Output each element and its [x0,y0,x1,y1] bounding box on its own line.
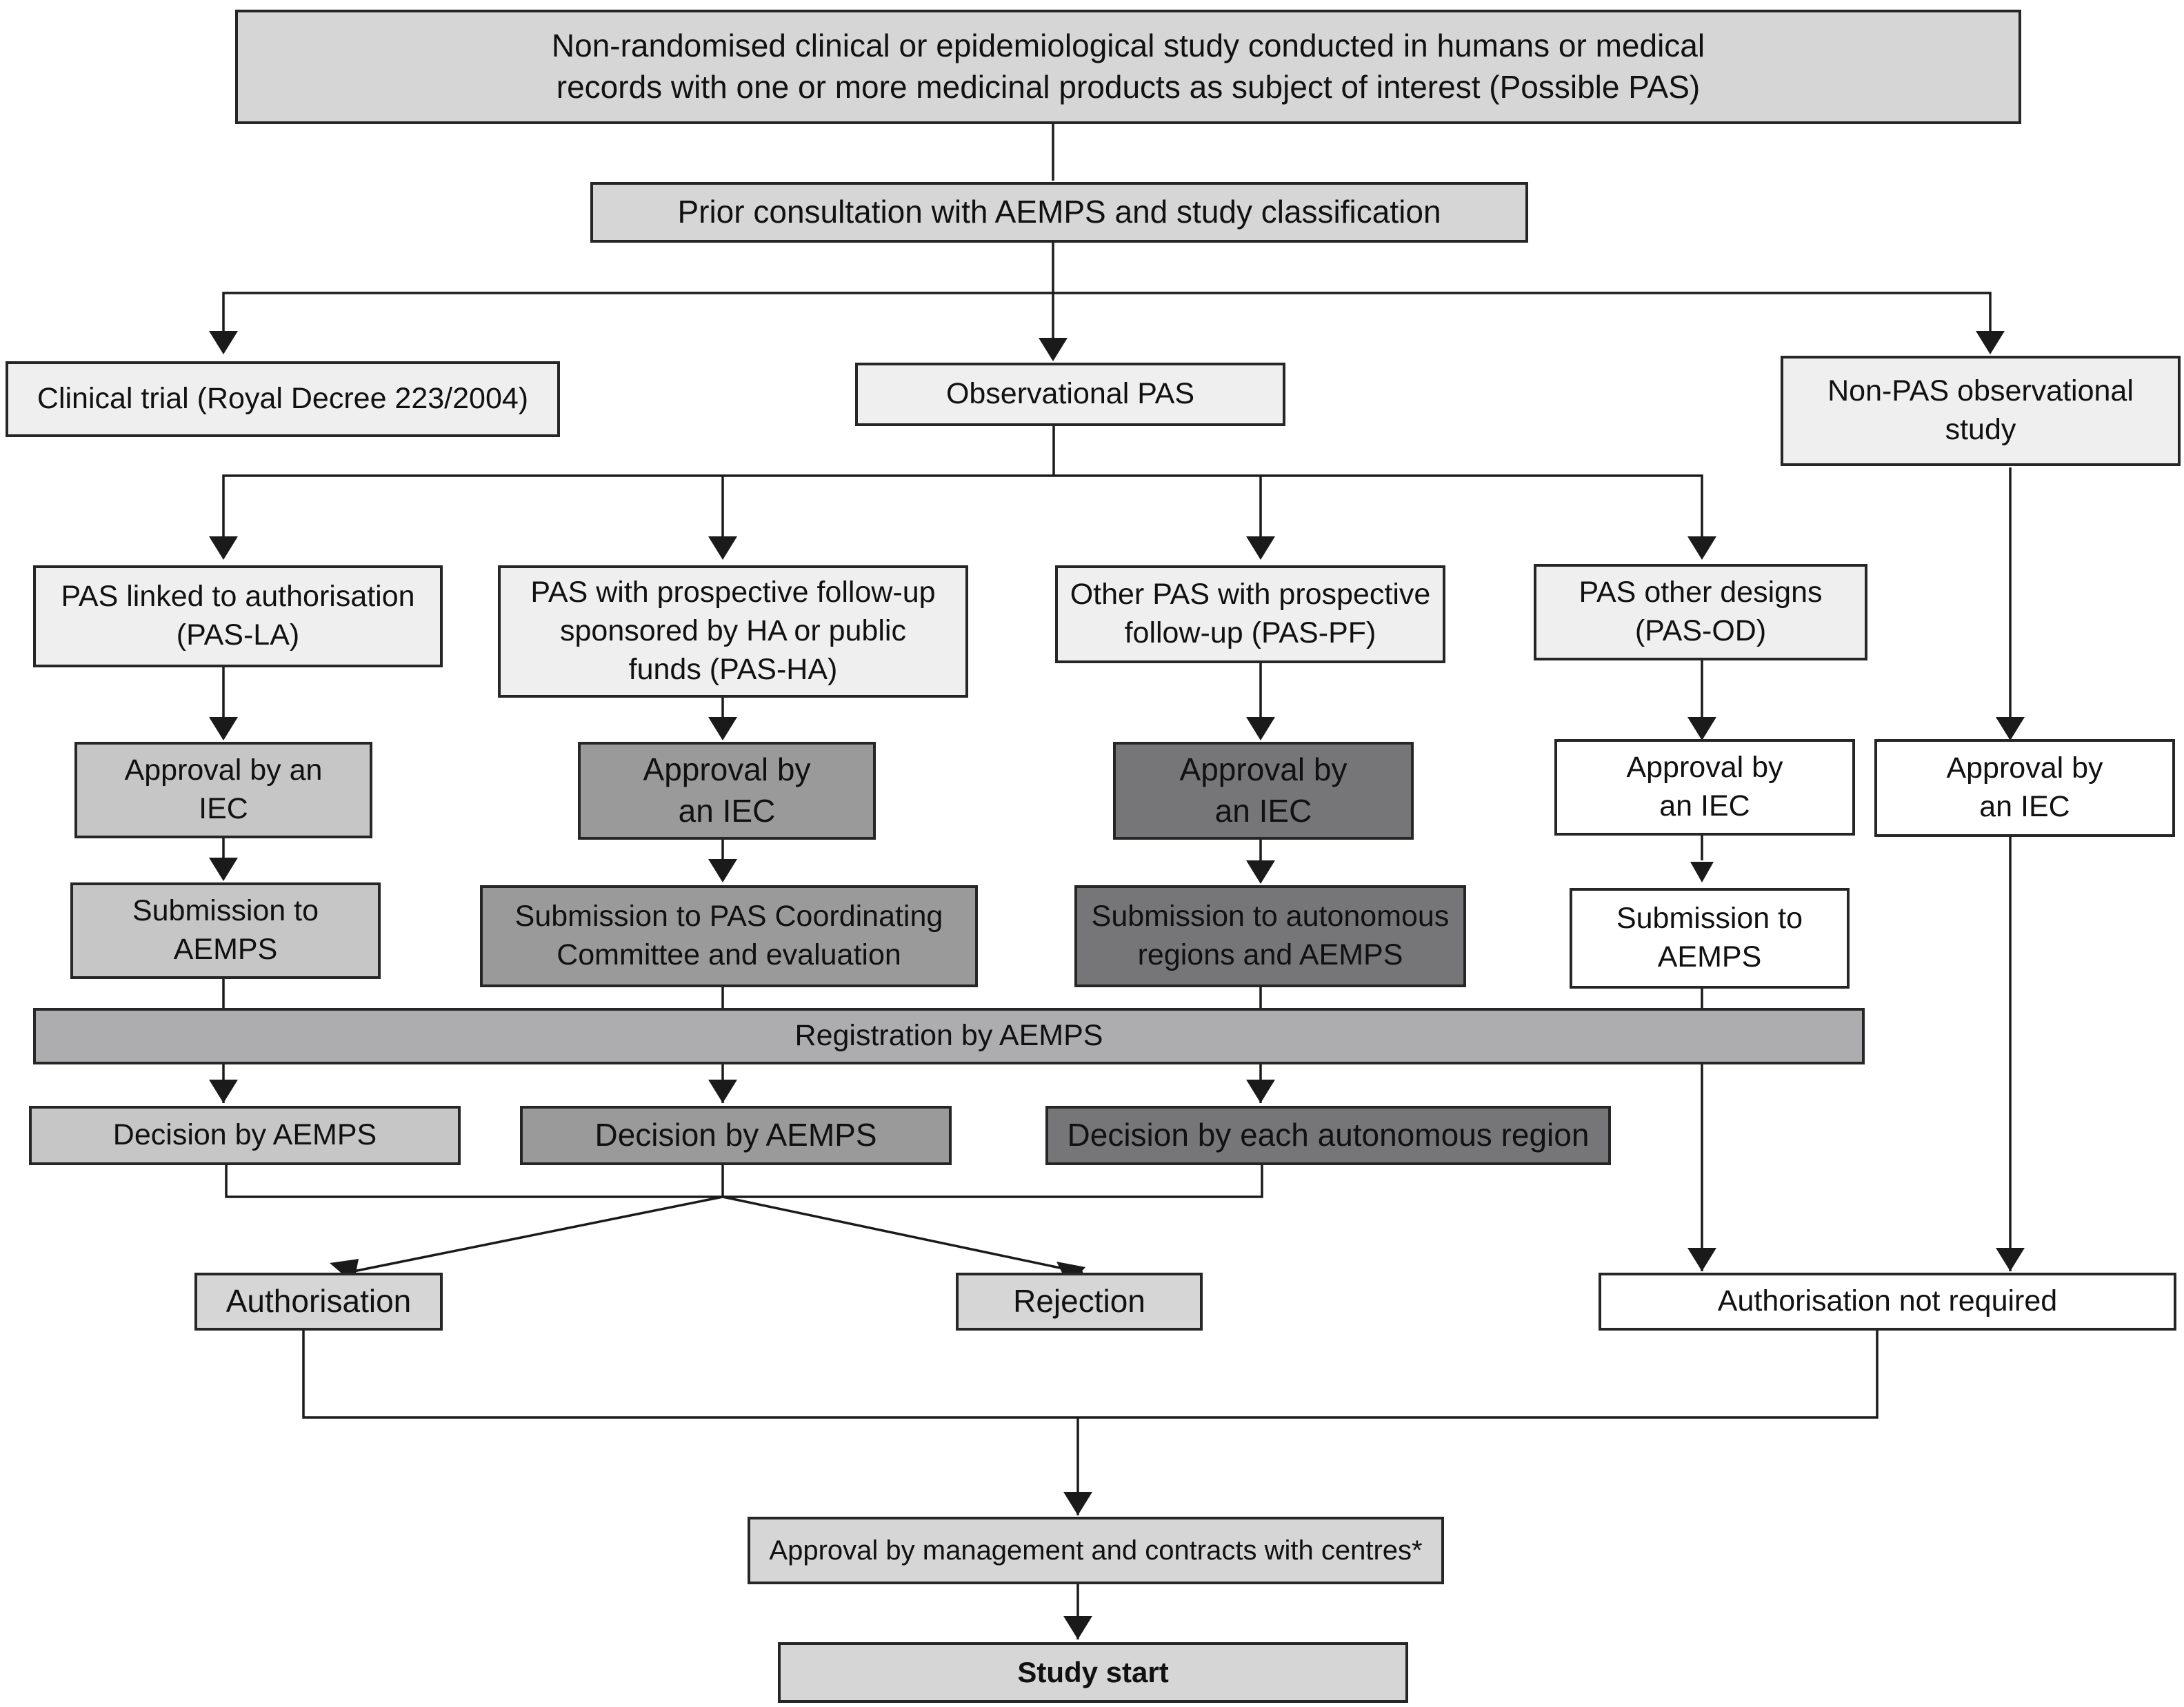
arrowhead [209,858,238,881]
arrowhead [209,331,238,354]
arrowhead [1063,1492,1092,1515]
arrowhead [708,717,737,740]
arrowhead [708,859,737,882]
management-approval-box: Approval by management and contracts wit… [748,1517,1444,1584]
arrowhead [1246,717,1275,740]
arrowhead [1063,1616,1092,1639]
connector [222,474,1703,536]
connector [302,1331,1879,1419]
iec-approval-non-pas-box: Approval by an IEC [1874,739,2175,837]
iec-approval-pf-box: Approval by an IEC [1113,742,1414,840]
arrowhead [209,1080,238,1103]
decision-aemps-la-box: Decision by AEMPS [29,1106,461,1165]
prior-consultation-box: Prior consultation with AEMPS and study … [590,182,1528,243]
observational-pas-box: Observational PAS [855,363,1285,426]
pas-od-box: PAS other designs (PAS-OD) [1534,564,1867,660]
arrowhead [1039,338,1068,361]
submission-coordinating-committee-box: Submission to PAS Coordinating Committee… [480,885,978,987]
iec-approval-od-box: Approval by an IEC [1554,739,1855,836]
possible-pas-box: Non-randomised clinical or epidemiologic… [235,10,2021,124]
decision-aemps-ha-box: Decision by AEMPS [520,1106,952,1165]
arrowhead [1687,1248,1716,1271]
rejection-box: Rejection [956,1273,1203,1331]
arrowhead [1246,536,1275,560]
arrowhead [209,536,238,560]
arrowhead [209,717,238,740]
clinical-trial-box: Clinical trial (Royal Decree 223/2004) [6,361,560,437]
pas-pf-box: Other PAS with prospective follow-up (PA… [1055,565,1445,663]
connector [225,1165,1263,1198]
arrowhead [1996,1248,2025,1271]
connector [353,1195,723,1273]
arrowhead [1687,717,1716,740]
authorisation-not-required-box: Authorisation not required [1599,1273,2176,1331]
submission-autonomous-regions-box: Submission to autonomous regions and AEM… [1074,885,1466,987]
arrowhead [1976,331,2005,354]
connector [722,1195,1083,1274]
iec-approval-ha-box: Approval by an IEC [578,742,876,840]
arrowhead [1246,860,1275,884]
arrowhead [1996,717,2025,740]
submission-aemps-la-box: Submission to AEMPS [70,882,381,979]
iec-approval-la-box: Approval by an IEC [74,742,372,838]
pas-ha-box: PAS with prospective follow-up sponsored… [498,565,968,698]
decision-autonomous-region-box: Decision by each autonomous region [1045,1106,1611,1165]
arrowhead [1690,862,1714,882]
registration-bar: Registration by AEMPS [33,1008,1865,1064]
connector [222,292,1992,331]
authorisation-box: Authorisation [194,1273,443,1331]
study-start-box: Study start [778,1642,1408,1703]
pas-la-box: PAS linked to authorisation (PAS-LA) [33,565,443,667]
arrowhead [1246,1080,1275,1103]
arrowhead [1687,536,1716,560]
non-pas-study-box: Non-PAS observational study [1781,356,2181,466]
submission-aemps-od-box: Submission to AEMPS [1570,888,1850,989]
arrowhead [708,1080,737,1103]
arrowhead [708,536,737,560]
